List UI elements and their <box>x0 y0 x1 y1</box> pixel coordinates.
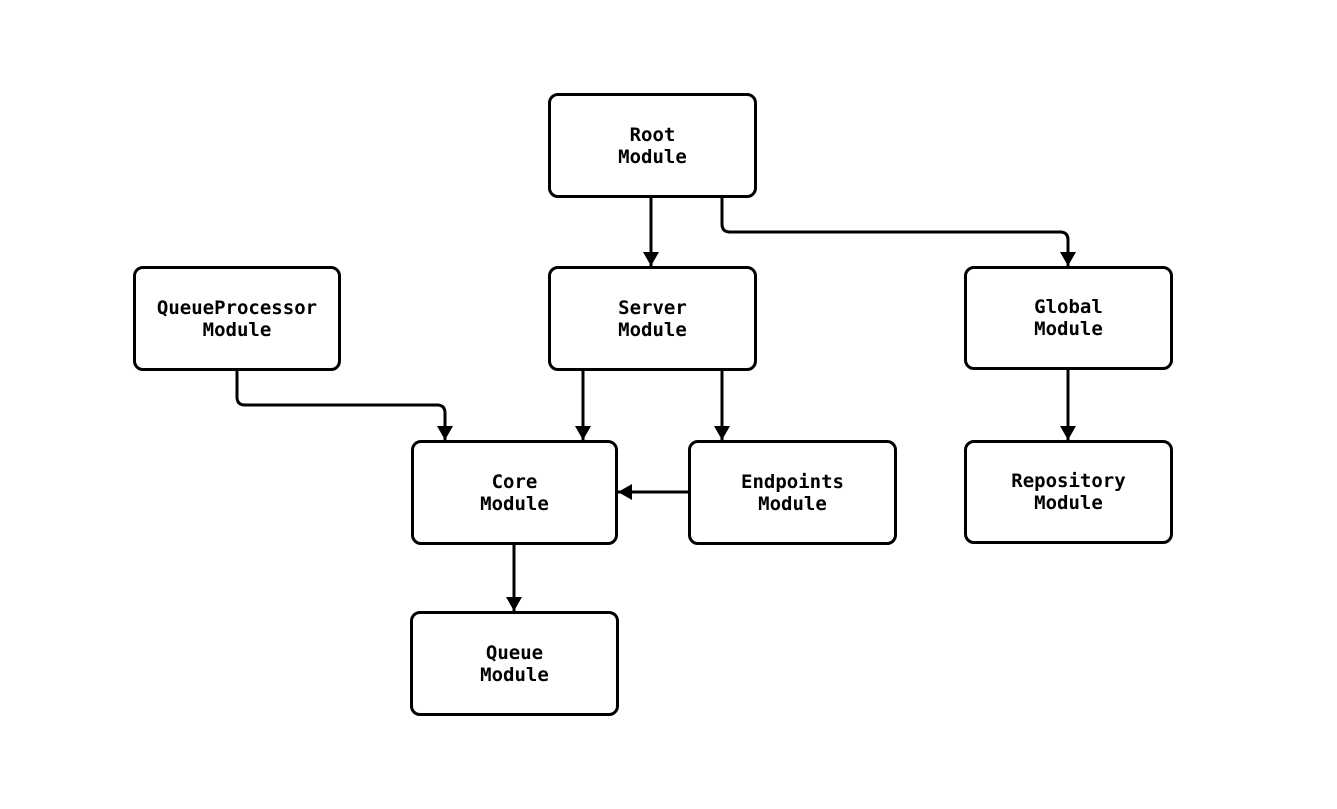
node-label: Module <box>480 663 549 686</box>
node-label: Module <box>202 318 272 341</box>
node-label: QueueProcessor <box>156 296 318 319</box>
node-label: Core <box>491 470 538 493</box>
node-label: Queue <box>485 641 544 664</box>
node-label: Module <box>618 145 687 168</box>
edge-queueprocessor-module-to-core-module <box>235 371 453 440</box>
node-label: Global <box>1034 296 1103 318</box>
node-label: Repository <box>1011 470 1126 492</box>
node-label: Server <box>618 296 687 319</box>
node-label: Root <box>629 123 676 146</box>
node-label: Module <box>480 492 549 515</box>
node-label: Module <box>1034 492 1103 514</box>
node-label: Module <box>758 492 827 515</box>
node-label: Module <box>618 318 687 341</box>
node-label: Endpoints <box>741 470 844 493</box>
node-label: Module <box>1034 318 1103 340</box>
edge-root-module-to-global-module <box>720 198 1076 266</box>
